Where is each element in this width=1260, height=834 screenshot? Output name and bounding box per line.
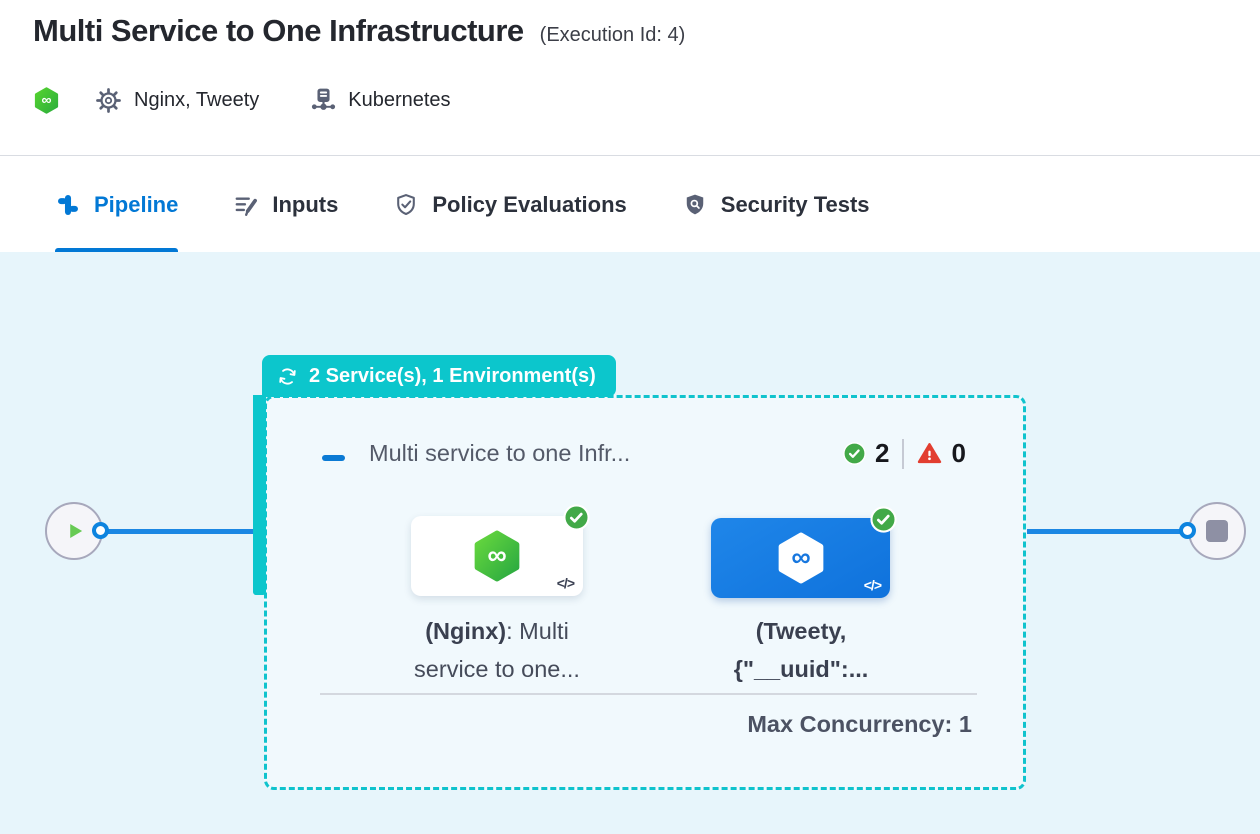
harness-service-icon: ∞ [778,532,823,584]
node-label-line2: service to one... [414,656,580,682]
start-node-port [92,522,109,539]
gear-icon [96,88,121,113]
execution-id: (Execution Id: 4) [539,24,686,46]
warning-triangle-icon [918,443,942,464]
pipeline-end-node [1188,502,1246,560]
inputs-icon [235,197,258,216]
tab-policy-evaluations[interactable]: Policy Evaluations [393,157,627,252]
title-row: Multi Service to One Infrastructure (Exe… [33,13,685,49]
service-environment-badge-label: 2 Service(s), 1 Environment(s) [309,364,596,387]
stage-status-counts: 2 0 [843,438,966,469]
pipeline-icon [58,194,78,215]
node-label-rest: : Multi [506,618,569,644]
page-title: Multi Service to One Infrastructure [33,13,524,48]
tab-policy-evaluations-label: Policy Evaluations [432,191,627,217]
harness-service-icon: ∞ [474,530,520,582]
policy-shield-check-icon [397,193,416,215]
counts-divider [902,438,905,469]
node-success-badge-icon [563,504,590,531]
environment-label: Kubernetes [348,89,451,111]
node-label-bold: (Nginx) [425,618,507,644]
collapse-stage-button[interactable] [322,455,345,461]
security-shield-icon [686,194,703,214]
node-label-line2: {"__uuid":... [733,656,869,682]
svg-text:∞: ∞ [791,542,810,572]
node-label-bold: (Tweety, [755,618,847,644]
stop-icon [1206,520,1228,542]
tab-inputs[interactable]: Inputs [233,157,338,252]
tab-security-tests-label: Security Tests [720,191,870,217]
failed-count: 0 [951,438,966,468]
success-count: 2 [875,438,890,468]
sync-loop-icon [279,367,296,385]
code-icon: </> [863,577,882,593]
success-check-icon [843,442,866,465]
connector-line-left [107,529,255,534]
matrix-node-tweety-label: (Tweety, {"__uuid":... [681,612,921,688]
page-header: Multi Service to One Infrastructure (Exe… [0,0,1260,156]
code-icon: </> [556,575,575,591]
matrix-node-nginx-card[interactable]: ∞ </> [411,504,590,596]
services-label: Nginx, Tweety [134,89,260,111]
tab-bar: Pipeline Inputs Policy Evaluations [0,157,1260,252]
svg-text:∞: ∞ [487,540,506,570]
pipeline-canvas: 2 Service(s), 1 Environment(s) Multi ser… [0,252,1260,834]
tab-pipeline[interactable]: Pipeline [55,157,179,252]
end-node-port [1179,522,1196,539]
service-environment-badge[interactable]: 2 Service(s), 1 Environment(s) [262,355,616,397]
stage-group-box: Multi service to one Infr... 2 0 [264,395,1026,790]
stage-box-divider [320,693,977,695]
execution-meta-row: ∞ Nginx, Tweety Kubernetes [33,86,451,115]
infrastructure-icon [312,88,336,110]
node-success-badge-icon [870,506,897,533]
svg-text:∞: ∞ [41,92,51,108]
max-concurrency-label: Max Concurrency: 1 [747,711,972,737]
connector-line-right [1027,529,1180,534]
tab-pipeline-label: Pipeline [94,191,179,217]
matrix-node-nginx-label: (Nginx): Multi service to one... [377,612,617,688]
matrix-node-tweety-card[interactable]: ∞ </> [711,506,897,598]
stage-title: Multi service to one Infr... [369,440,631,466]
tab-security-tests[interactable]: Security Tests [682,157,870,252]
play-icon [70,523,83,539]
tab-inputs-label: Inputs [272,191,339,217]
harness-logo-icon: ∞ [34,87,59,114]
group-accent-bar [253,395,266,595]
